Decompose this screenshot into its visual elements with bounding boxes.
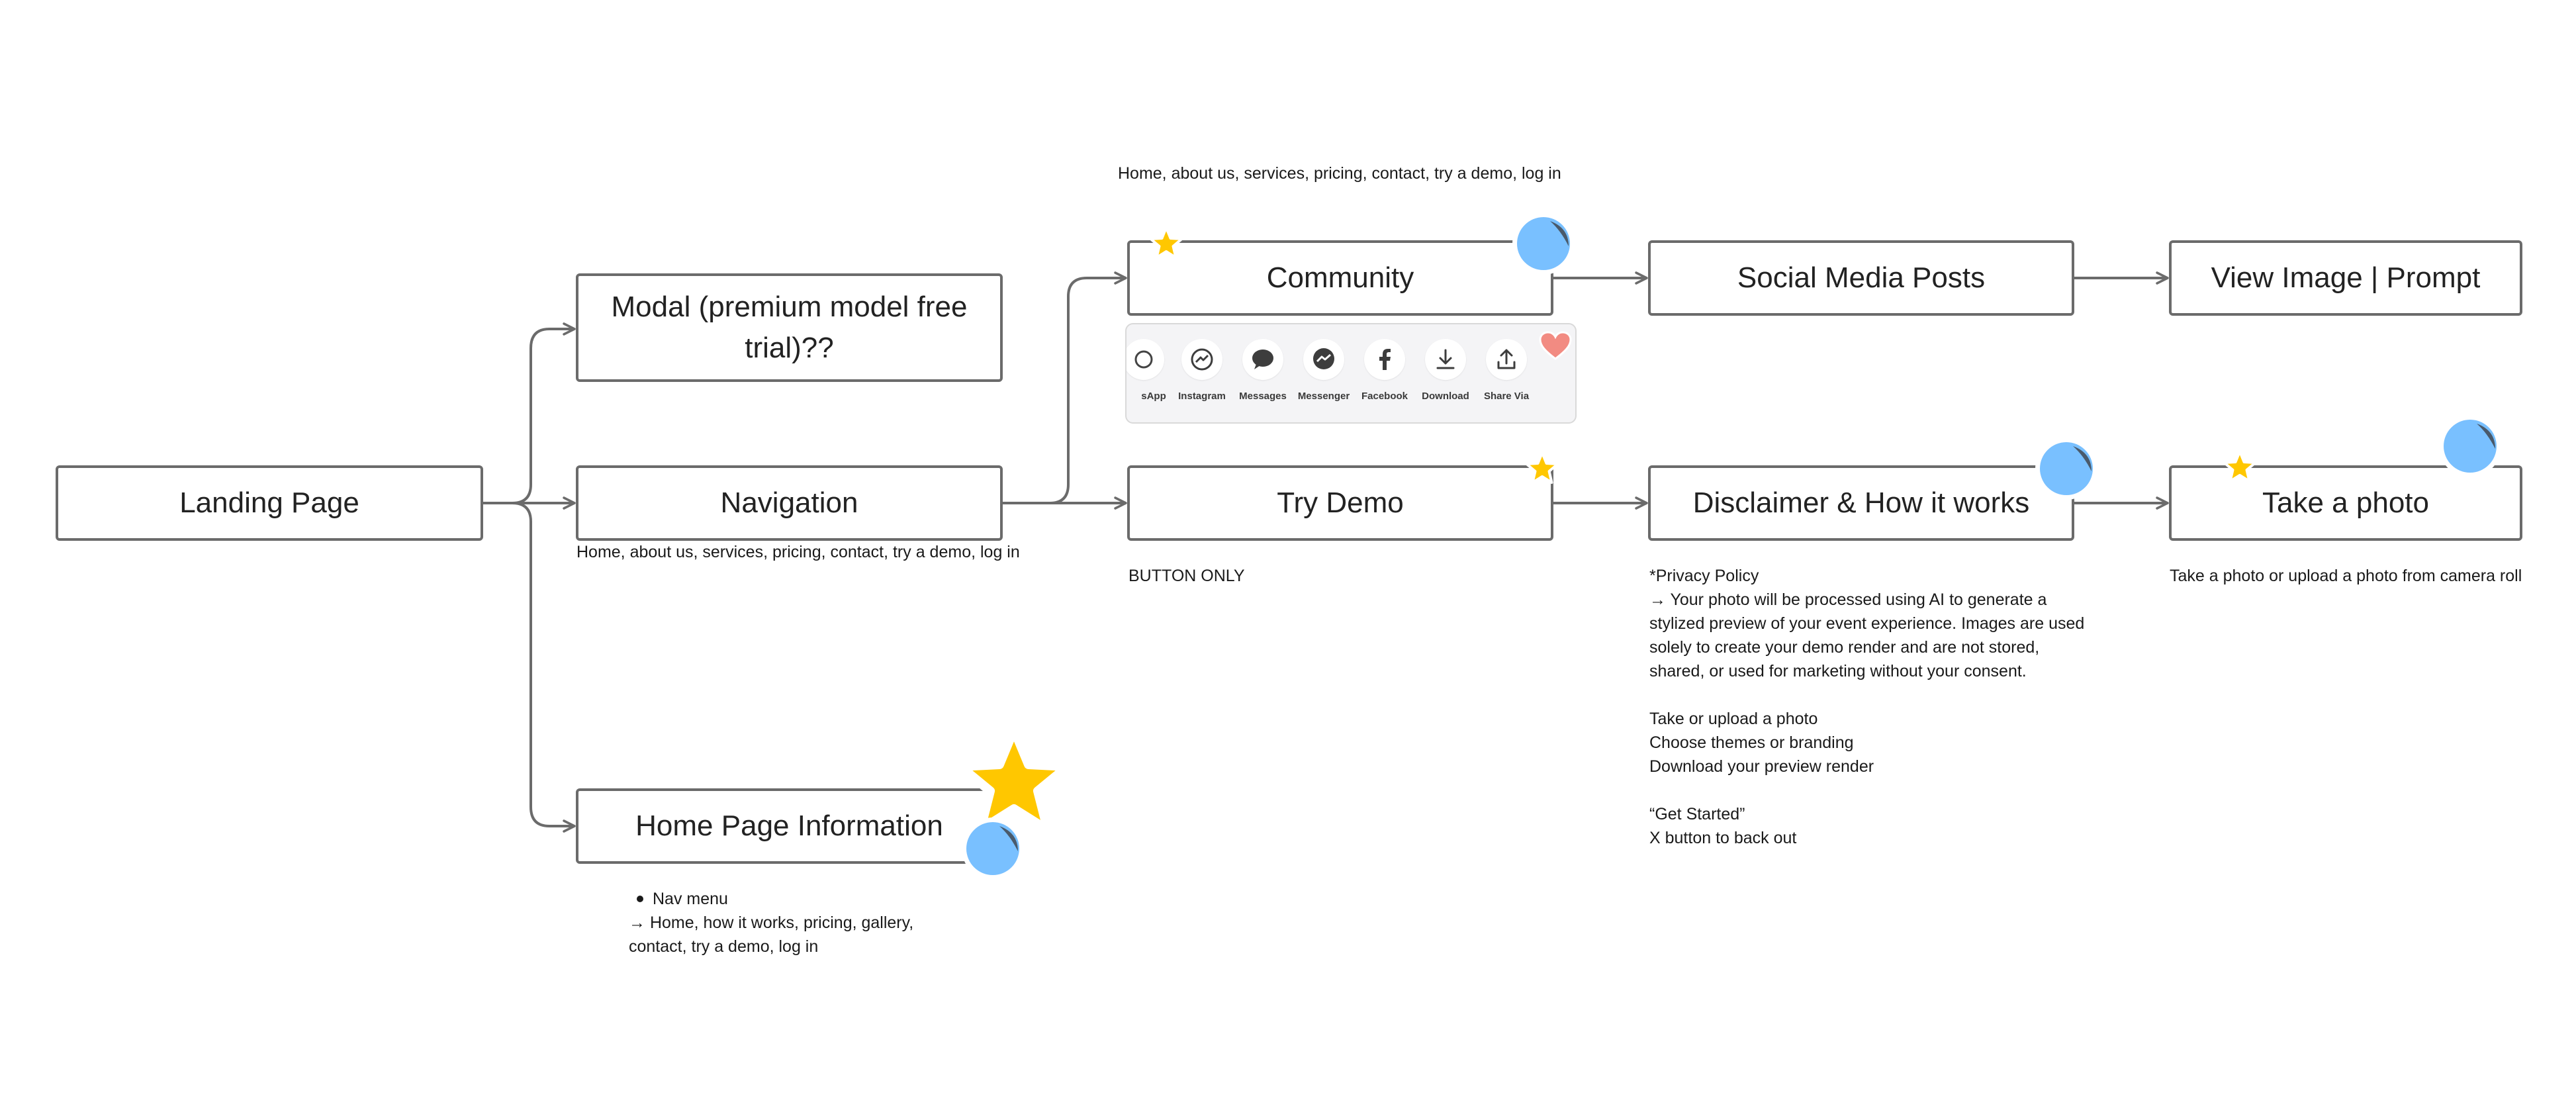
sticker-peel-icon (1512, 212, 1575, 275)
share-item-messages[interactable]: Messages (1232, 339, 1293, 402)
star-icon (956, 725, 1072, 835)
star-icon (2223, 450, 2257, 483)
messages-icon (1242, 339, 1283, 380)
note-line: Download your preview render (1649, 757, 1874, 776)
node-home-page-information[interactable]: Home Page Information (576, 788, 1003, 864)
messenger-icon (1303, 339, 1344, 380)
connector-navigation-to-community (1003, 271, 1127, 504)
note-home-page-info: Nav menu → Home, how it works, pricing, … (629, 887, 913, 958)
note-take-photo: Take a photo or upload a photo from came… (2170, 567, 2522, 585)
share-item-label: sApp (1141, 391, 1166, 402)
share-item-whatsapp[interactable]: sApp (1127, 339, 1174, 402)
note-line: contact, try a demo, log in (629, 937, 819, 956)
note-line: Choose themes or branding (1649, 733, 1854, 752)
download-icon (1425, 339, 1466, 380)
whatsapp-icon (1127, 339, 1164, 380)
note-line: → Your photo will be processed using AI … (1649, 590, 2047, 609)
share-item-messenger[interactable]: Messenger (1293, 339, 1354, 402)
star-icon (1149, 226, 1183, 259)
note-line: Nav menu (629, 887, 913, 911)
sticker-peel-icon (962, 817, 1024, 880)
node-community[interactable]: Community (1127, 240, 1553, 316)
note-line: stylized preview of your event experienc… (1649, 614, 2085, 633)
note-line: solely to create your demo render and ar… (1649, 638, 2040, 657)
note-line: → Home, how it works, pricing, gallery, (629, 913, 914, 932)
share-item-share-via[interactable]: Share Via (1476, 339, 1537, 402)
share-item-label: Facebook (1361, 391, 1408, 402)
node-landing-page[interactable]: Landing Page (56, 465, 483, 541)
connector-landing-to-modal (483, 322, 576, 504)
note-line (1649, 778, 2084, 802)
star-icon (1525, 451, 1559, 484)
node-social-media-posts[interactable]: Social Media Posts (1648, 240, 2074, 316)
share-item-instagram[interactable]: Instagram (1172, 339, 1232, 402)
note-line: X button to back out (1649, 829, 1797, 847)
sticker-peel-icon (2035, 438, 2097, 500)
share-item-label: Instagram (1178, 391, 1226, 402)
note-line: Take or upload a photo (1649, 710, 1818, 728)
share-item-label: Messenger (1297, 391, 1350, 402)
share-icon (1486, 339, 1527, 380)
note-community-links: Home, about us, services, pricing, conta… (1118, 164, 1561, 183)
share-item-facebook[interactable]: Facebook (1354, 339, 1415, 402)
node-take-a-photo[interactable]: Take a photo (2169, 465, 2522, 541)
node-modal[interactable]: Modal (premium model free trial)?? (576, 273, 1003, 382)
note-line (1649, 683, 2084, 707)
note-line: “Get Started” (1649, 805, 1745, 823)
share-item-label: Download (1422, 391, 1469, 402)
share-item-label: Share Via (1483, 391, 1530, 402)
node-view-image-prompt[interactable]: View Image | Prompt (2169, 240, 2522, 316)
instagram-icon (1181, 339, 1222, 380)
connector-landing-to-home-info (483, 502, 576, 833)
facebook-icon (1364, 339, 1405, 380)
node-try-demo[interactable]: Try Demo (1127, 465, 1553, 541)
bullet-icon (637, 895, 643, 902)
note-disclaimer: *Privacy Policy → Your photo will be pro… (1649, 564, 2084, 850)
node-disclaimer[interactable]: Disclaimer & How it works (1648, 465, 2074, 541)
share-item-label: Messages (1239, 391, 1287, 402)
sticker-peel-icon (2439, 415, 2501, 477)
note-try-demo: BUTTON ONLY (1128, 567, 1245, 585)
note-line: shared, or used for marketing without yo… (1649, 662, 2027, 680)
heart-icon (1539, 331, 1572, 360)
node-navigation[interactable]: Navigation (576, 465, 1003, 541)
note-line: *Privacy Policy (1649, 567, 1759, 585)
share-sheet-panel: sApp Instagram Messages (1125, 323, 1577, 424)
note-navigation-links: Home, about us, services, pricing, conta… (576, 543, 1020, 561)
note-text: Nav menu (653, 890, 728, 908)
share-item-download[interactable]: Download (1415, 339, 1476, 402)
